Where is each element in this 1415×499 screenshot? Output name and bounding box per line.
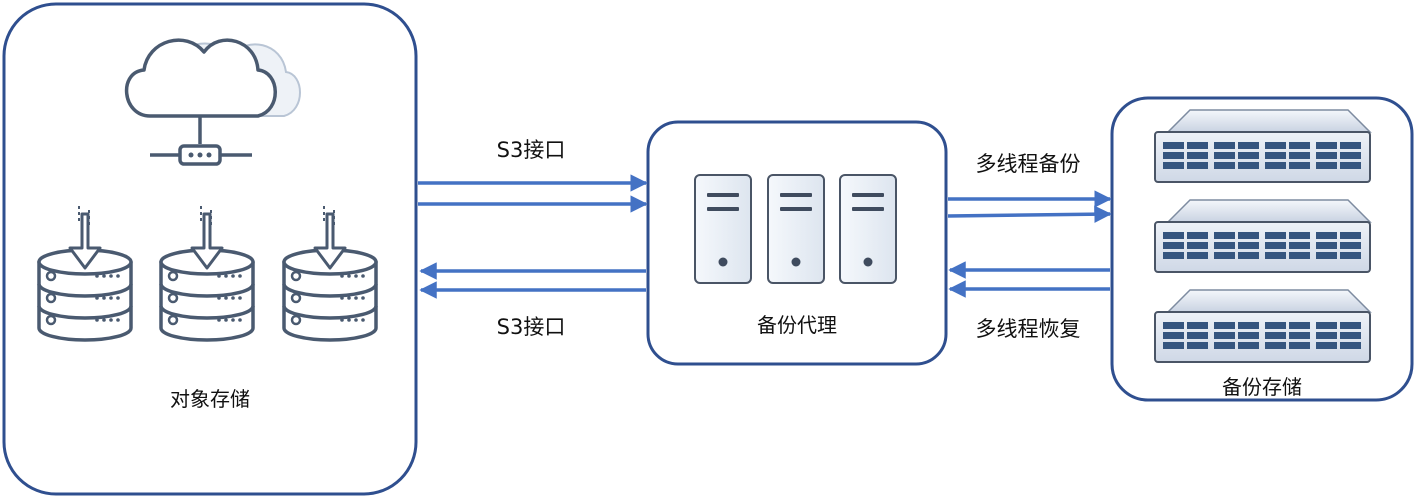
download-arrow-icon bbox=[190, 206, 224, 270]
server-tower-icon bbox=[694, 174, 752, 284]
backup-storage-label: 备份存储 bbox=[1222, 375, 1302, 399]
download-arrow-icon bbox=[313, 206, 347, 270]
backup-proxy-node: 备份代理 bbox=[646, 120, 948, 366]
database-icons bbox=[37, 206, 378, 342]
server-tower-icon bbox=[839, 174, 897, 284]
edge-bottom-left-label: S3接口 bbox=[497, 315, 566, 339]
cloud-network-icon bbox=[125, 38, 301, 166]
edge-top-left-label: S3接口 bbox=[497, 138, 566, 162]
object-storage-label: 对象存储 bbox=[170, 387, 250, 411]
storage-array-icon bbox=[1154, 199, 1372, 273]
edge-bottom-left: S3接口 bbox=[419, 262, 646, 339]
server-icons bbox=[694, 174, 897, 284]
edge-top-right: 多线程备份 bbox=[947, 152, 1112, 223]
storage-array-icon bbox=[1154, 289, 1372, 363]
storage-array-icon bbox=[1154, 109, 1372, 183]
edge-bottom-right-label: 多线程恢复 bbox=[976, 317, 1081, 341]
edge-top-right-label: 多线程备份 bbox=[976, 152, 1081, 176]
backup-proxy-label: 备份代理 bbox=[757, 313, 837, 337]
backup-storage-node: 备份存储 bbox=[1110, 96, 1414, 402]
database-icon bbox=[37, 206, 133, 342]
edge-bottom-right: 多线程恢复 bbox=[948, 261, 1110, 341]
database-icon bbox=[282, 206, 378, 342]
download-arrow-icon bbox=[68, 206, 102, 270]
server-tower-icon bbox=[767, 174, 825, 284]
object-storage-node: 对象存储 bbox=[2, 2, 418, 496]
storage-array-icons bbox=[1154, 109, 1372, 363]
edge-top-left: S3接口 bbox=[418, 138, 648, 213]
database-icon bbox=[159, 206, 255, 342]
